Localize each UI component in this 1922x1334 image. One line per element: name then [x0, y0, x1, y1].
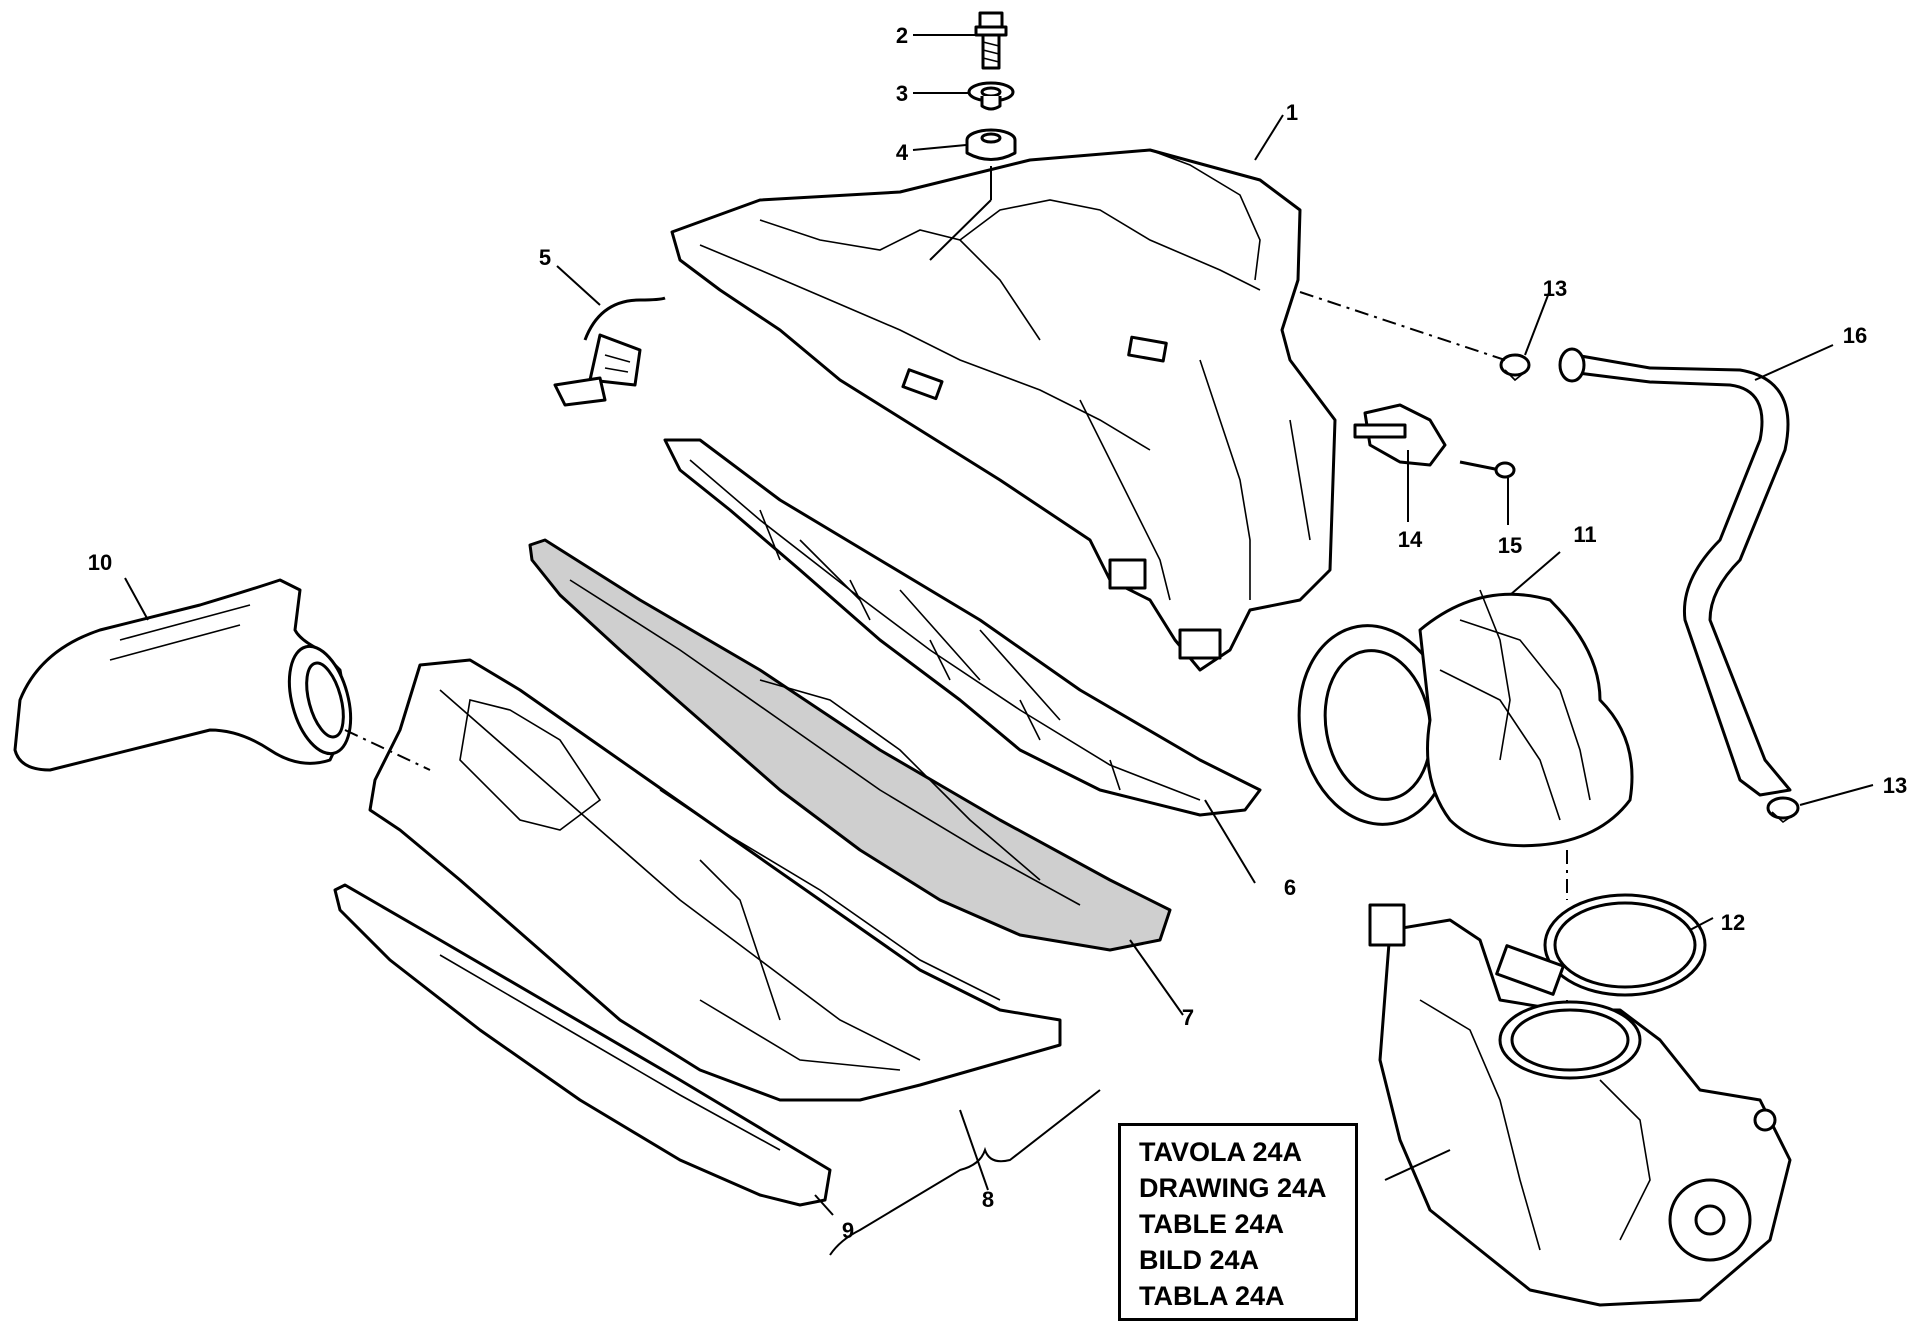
callout-13-lower: 13: [1883, 773, 1907, 798]
grommet: [965, 128, 1017, 161]
callout-5: 5: [539, 245, 551, 270]
reference-line-it: TAVOLA 24A: [1139, 1137, 1303, 1167]
filter-frame: [663, 438, 1262, 817]
callout-9: 9: [842, 1218, 854, 1243]
throttle-body: [1368, 903, 1792, 1307]
reference-line-es: TABLA 24A: [1139, 1281, 1285, 1311]
hose-clamp: [1495, 893, 1707, 997]
reference-drawing-box: TAVOLA 24A DRAWING 24A TABLE 24A BILD 24…: [1118, 1123, 1358, 1321]
callout-12: 12: [1721, 910, 1745, 935]
intake-duct: [13, 578, 353, 772]
air-filter-element: [528, 538, 1172, 952]
hose-clip-lower: [1766, 796, 1800, 824]
callout-8: 8: [982, 1187, 994, 1212]
reference-line-en-drawing: DRAWING 24A: [1139, 1173, 1327, 1203]
callout-4: 4: [896, 140, 909, 165]
spring-clip: [553, 296, 666, 407]
airbox-housing: [670, 148, 1337, 672]
airbox-lower-housing: [368, 658, 1062, 1102]
callout-10: 10: [88, 550, 112, 575]
seal-strip: [333, 883, 832, 1207]
callout-14: 14: [1398, 527, 1423, 552]
callout-13-upper: 13: [1543, 276, 1567, 301]
callout-6: 6: [1284, 875, 1296, 900]
reference-line-en-table: TABLE 24A: [1139, 1209, 1285, 1239]
screw: [1459, 460, 1516, 479]
washer: [967, 81, 1015, 111]
bolt: [974, 11, 1008, 70]
callout-15: 15: [1498, 533, 1522, 558]
reference-line-de: BILD 24A: [1139, 1245, 1260, 1275]
sensor-plate: [1353, 403, 1447, 467]
callout-11: 11: [1573, 522, 1596, 547]
hose-clip-upper: [1499, 353, 1531, 382]
callout-16: 16: [1843, 323, 1867, 348]
callout-1: 1: [1286, 100, 1298, 125]
intake-coupling: [1297, 589, 1634, 848]
breather-hose: [1558, 347, 1792, 797]
callout-7: 7: [1182, 1005, 1194, 1030]
callout-3: 3: [896, 81, 908, 106]
callout-2: 2: [896, 23, 908, 48]
